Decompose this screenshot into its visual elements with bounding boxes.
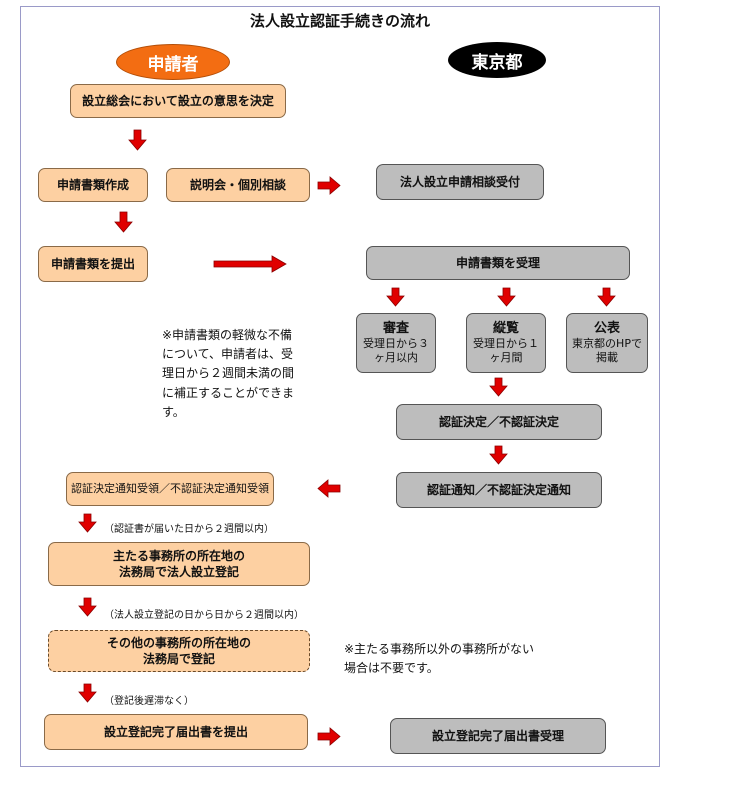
box-review: 審査 受理日から３ヶ月以内 — [356, 313, 436, 373]
optional-note: ※主たる事務所以外の事務所がない 場合は不要です。 — [344, 640, 584, 678]
applicant-lane-header: 申請者 — [116, 44, 230, 80]
arrow-right-complete-submit-to-receive — [317, 727, 341, 746]
review-sub: 受理日から３ヶ月以内 — [363, 337, 429, 365]
arrow-down-other-registration-to-complete — [78, 683, 97, 703]
arrow-down-receive-to-review — [386, 287, 405, 307]
arrow-down-prepare-to-submit — [114, 211, 133, 233]
optional-note-line: ※主たる事務所以外の事務所がない — [344, 642, 535, 656]
correction-note-line: に補正することができま — [162, 385, 295, 400]
box-notify: 認証通知／不認証決定通知 — [396, 472, 602, 508]
arrow-right-submit-to-receive — [213, 255, 287, 273]
correction-note-line: 理日から２週間未満の間 — [162, 366, 295, 381]
arrow-down-decide-to-prepare — [128, 129, 147, 151]
caption-within-two-weeks-of-registration: （法人設立登記の日から日から２週間以内） — [104, 610, 304, 621]
box-decide: 設立総会において設立の意思を決定 — [70, 84, 286, 118]
arrow-down-receipt-to-main-registration — [78, 513, 97, 533]
inspect-title: 縦覧 — [492, 321, 519, 337]
main-registration-line2: 法務局で法人設立登記 — [118, 565, 239, 579]
box-complete-submit: 設立登記完了届出書を提出 — [44, 714, 308, 750]
diagram-frame — [20, 6, 660, 767]
arrow-down-decision-to-notify — [489, 445, 508, 465]
optional-note-line: 場合は不要です。 — [344, 661, 439, 676]
correction-note-line: す。 — [162, 404, 185, 419]
box-publish: 公表 東京都のHPで掲載 — [566, 313, 648, 373]
other-registration-line1: その他の事務所の所在地の — [106, 635, 251, 650]
publish-sub: 東京都のHPで掲載 — [572, 337, 642, 365]
arrow-left-notify-to-receipt — [317, 479, 341, 498]
diagram-title: 法人設立認証手続きの流れ — [249, 12, 430, 30]
box-inspect: 縦覧 受理日から１ヶ月間 — [466, 313, 546, 373]
box-submit: 申請書類を提出 — [38, 246, 148, 282]
inspect-sub: 受理日から１ヶ月間 — [473, 337, 539, 365]
publish-title: 公表 — [593, 321, 620, 337]
box-prepare: 申請書類作成 — [38, 168, 148, 202]
arrow-down-main-to-other-registration — [78, 597, 97, 617]
tokyo-lane-header: 東京都 — [448, 42, 546, 78]
other-registration-line2: 法務局で登記 — [142, 652, 215, 666]
correction-note: ※申請書類の軽微な不備 について、申請者は、受 理日から２週間未満の間 に補正す… — [162, 326, 322, 422]
box-decision: 認証決定／不認証決定 — [396, 404, 602, 440]
box-other-registration: その他の事務所の所在地の 法務局で登記 — [48, 630, 310, 672]
arrow-down-inspect-to-decision — [489, 377, 508, 397]
box-complete-receive: 設立登記完了届出書受理 — [390, 718, 606, 754]
box-consult: 法人設立申請相談受付 — [376, 164, 544, 200]
correction-note-line: について、申請者は、受 — [162, 347, 294, 362]
box-receive: 申請書類を受理 — [366, 246, 630, 280]
arrow-down-receive-to-inspect — [497, 287, 516, 307]
box-briefing: 説明会・個別相談 — [166, 168, 310, 202]
main-registration-line1: 主たる事務所の所在地の — [112, 548, 245, 563]
caption-without-delay: （登記後遅滞なく） — [104, 696, 194, 707]
box-notice-receipt: 認証決定通知受領／不認証決定通知受領 — [66, 472, 274, 506]
review-title: 審査 — [382, 321, 409, 337]
arrow-right-briefing-to-consult — [317, 176, 341, 195]
arrow-down-receive-to-publish — [597, 287, 616, 307]
box-main-registration: 主たる事務所の所在地の 法務局で法人設立登記 — [48, 542, 310, 586]
caption-within-two-weeks-of-certificate: （認証書が届いた日から２週間以内） — [104, 524, 274, 535]
correction-note-line: ※申請書類の軽微な不備 — [162, 328, 293, 342]
